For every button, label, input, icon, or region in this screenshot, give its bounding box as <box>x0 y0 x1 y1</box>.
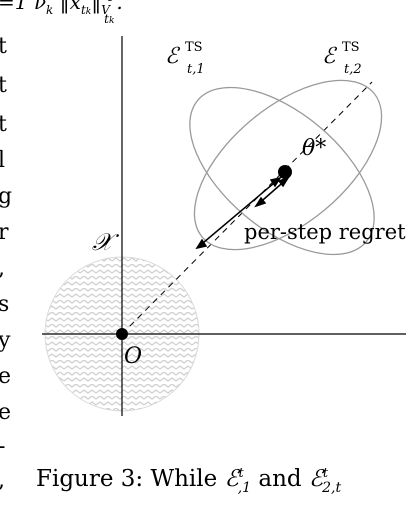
left-fragment: s <box>0 292 10 317</box>
formula-period: . <box>116 0 123 14</box>
label-origin: O <box>124 344 143 369</box>
origin-point <box>116 328 128 340</box>
ellipse-ts-t2 <box>193 79 383 251</box>
left-fragment: g <box>0 184 13 209</box>
formula-norm-open: ‖ <box>59 0 70 14</box>
formula-nu: ν <box>33 0 47 14</box>
regret-arrows <box>195 176 290 250</box>
left-fragment: t <box>0 112 7 137</box>
formula-norm-close: ‖ <box>91 0 102 14</box>
caption-text: Figure 3: While <box>36 466 225 492</box>
formula-norm-sup: −1 <box>98 0 114 4</box>
left-fragment: y <box>0 328 11 353</box>
formula-nu-sub: k <box>46 3 54 17</box>
label-per-step-regret: per-step regret <box>244 220 406 244</box>
left-fragment: r <box>0 220 9 245</box>
left-fragment: , <box>0 256 5 281</box>
label-ellipse-t2: ℰ TS t,2 <box>322 40 362 77</box>
dashed-ray <box>121 81 373 335</box>
label-theta-star: θ* <box>302 136 327 161</box>
left-fragment: , <box>0 468 5 493</box>
caption-and: and <box>251 466 309 492</box>
figure-caption: Figure 3: While ℰt,1 and ℰt2,t <box>36 466 342 496</box>
caption-symbol-1: ℰ <box>224 466 239 492</box>
formula-x-sub: tk <box>80 3 92 17</box>
top-formula-fragment: =1 νk ‖xtk‖V−1tk. <box>0 0 143 26</box>
label-set-x: 𝒳 <box>92 228 113 256</box>
left-fragment: e <box>0 364 12 389</box>
formula-norm-sub: V <box>101 3 110 17</box>
theta-star-point <box>278 165 292 179</box>
formula-prefix: =1 <box>0 0 28 14</box>
left-fragment: t <box>0 34 7 59</box>
left-fragment: e <box>0 400 12 425</box>
label-ellipse-t1: ℰ TS t,1 <box>165 40 205 77</box>
left-fragment: t <box>0 73 7 98</box>
left-fragment: - <box>0 434 5 459</box>
formula-norm-sup-sub: tk <box>104 12 115 26</box>
formula-x: x <box>69 0 81 14</box>
ellipse-ts-t1 <box>189 86 375 256</box>
left-fragment: l <box>0 148 6 173</box>
caption-symbol-2: ℰ <box>308 466 323 492</box>
